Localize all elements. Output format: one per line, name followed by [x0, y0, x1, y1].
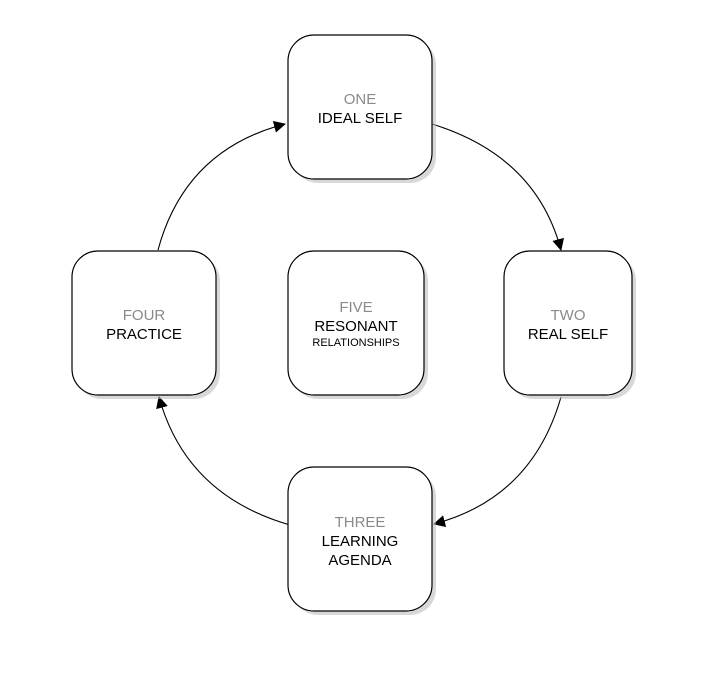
node-five: FIVE RESONANT RELATIONSHIPS	[287, 250, 428, 399]
node-five-number: FIVE	[339, 299, 372, 316]
node-three-number: THREE	[335, 514, 386, 531]
arrow-three-to-four	[156, 396, 291, 526]
arrow-one-to-two	[431, 123, 564, 251]
node-five-label-line1: RESONANT	[314, 318, 397, 335]
node-three-label-line2: AGENDA	[328, 552, 391, 569]
node-three: THREE LEARNING AGENDA	[287, 466, 436, 615]
node-five-label-line2: RELATIONSHIPS	[312, 337, 399, 349]
node-one-number: ONE	[344, 91, 377, 108]
node-two-label: REAL SELF	[528, 326, 608, 343]
arrow-two-to-three	[433, 396, 562, 527]
arrow-four-to-one	[157, 120, 286, 251]
node-four: FOUR PRACTICE	[71, 250, 220, 399]
node-four-number: FOUR	[123, 307, 166, 324]
node-one-label: IDEAL SELF	[318, 110, 402, 127]
node-one: ONE IDEAL SELF	[287, 34, 436, 183]
node-four-label: PRACTICE	[106, 326, 182, 343]
node-two-number: TWO	[551, 307, 586, 324]
node-three-label-line1: LEARNING	[322, 533, 399, 550]
node-two: TWO REAL SELF	[503, 250, 636, 399]
